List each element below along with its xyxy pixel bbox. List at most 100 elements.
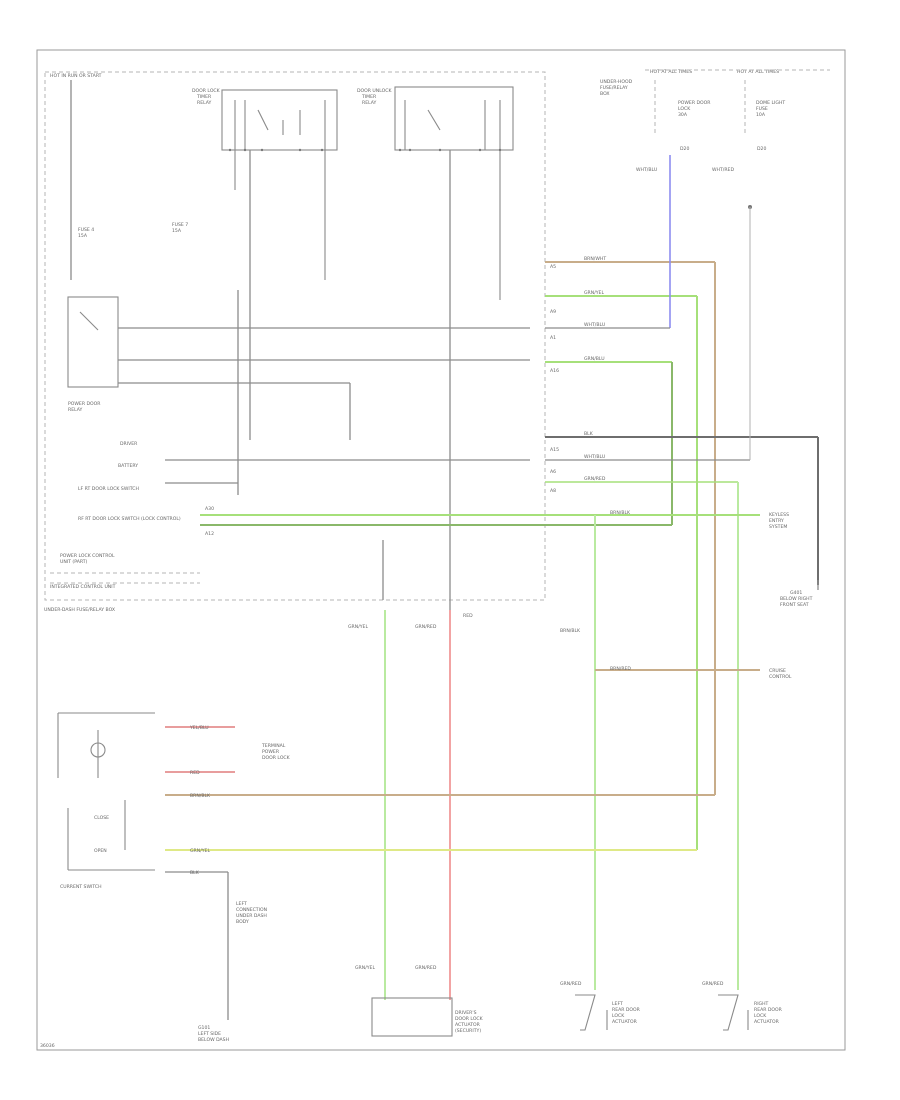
bottom-comp3-2: REAR DOOR xyxy=(754,1007,783,1013)
right-wires xyxy=(200,155,819,1000)
fuse-right-a-2: LOCK xyxy=(678,106,691,112)
lock-sw-wire-1: YEL/BLU xyxy=(189,725,209,731)
left-rear-actuator xyxy=(575,994,596,1031)
bottom-comp1-2: DOOR LOCK xyxy=(455,1016,484,1022)
wire-right-6: WHT/BLU xyxy=(584,454,605,460)
pin-7: A8 xyxy=(550,488,556,494)
fuse-wire-a: WHT/BLU xyxy=(636,167,657,173)
fuse-right-a-header-1: UNDER-HOOD xyxy=(600,79,633,85)
relay2-label-2: TIMER xyxy=(361,94,377,100)
bottom-comp2-3: LOCK xyxy=(612,1013,625,1019)
pin-8: A30 xyxy=(205,506,214,512)
mid-wire-1: GRN/YEL xyxy=(348,624,368,630)
door-lock-relay xyxy=(221,89,338,151)
fuse-left-b-1: FUSE 7 xyxy=(172,222,188,228)
bottom-comp1-wire-1: GRN/YEL xyxy=(355,965,375,971)
interior-unit-label: INTEGRATED CONTROL UNIT xyxy=(50,584,116,590)
relay2-label-3: RELAY xyxy=(362,100,377,106)
relay-pins xyxy=(228,148,502,152)
diagram-frame xyxy=(36,49,846,1051)
lock-sw-wire-2: RED xyxy=(190,770,200,776)
lock-sw-close: CLOSE xyxy=(94,815,109,821)
door-switch-3: DOOR LOCK xyxy=(262,755,291,761)
pin-1: A5 xyxy=(550,264,556,270)
wire-right-8: BRN/BLK xyxy=(610,510,631,516)
power-relay-label-1: POWER DOOR xyxy=(68,401,101,407)
fuse-right-b-3: 10A xyxy=(756,112,766,118)
keyless-wire: BRN/RED xyxy=(610,666,631,672)
left-ground-2: LEFT SIDE xyxy=(198,1031,221,1037)
bottom-comp2-4: ACTUATOR xyxy=(612,1019,638,1025)
pin-4: A16 xyxy=(550,368,559,374)
wire-right-4: GRN/BLU xyxy=(584,356,605,362)
bottom-comp2-2: REAR DOOR xyxy=(612,1007,641,1013)
fuse-left-a-2: 15A xyxy=(78,233,88,239)
fuse-right-a-header-2: FUSE/RELAY xyxy=(600,85,628,91)
module-sub-1: POWER LOCK CONTROL xyxy=(60,553,115,559)
lock-sw-wire-5: BLK xyxy=(190,870,200,876)
pin-5: A15 xyxy=(550,447,559,453)
footer-code: 36036 xyxy=(40,1043,55,1049)
door-switch-2: POWER xyxy=(262,749,280,755)
bottom-comp2-1: LEFT xyxy=(612,1001,623,1007)
driver-door-actuator xyxy=(371,997,453,1037)
bottom-comp1-1: DRIVER'S xyxy=(455,1010,477,1016)
remote-entry-1: KEYLESS xyxy=(769,512,789,518)
fuse-left-a-1: FUSE 4 xyxy=(78,227,94,233)
fuse-right-b-1: DOME LIGHT xyxy=(756,100,785,106)
pin-3: A1 xyxy=(550,335,556,341)
fuse-right-a-header-3: BOX xyxy=(600,91,610,97)
relay1-label-3: RELAY xyxy=(197,100,212,106)
top-right-a-label: HOT AT ALL TIMES xyxy=(650,69,692,75)
cigar-label-1: CRUISE xyxy=(769,668,786,674)
conn-rf: RF RT DOOR LOCK SWITCH (LOCK CONTROL) xyxy=(78,516,181,522)
ground-right-2: BELOW RIGHT xyxy=(780,596,813,602)
power-relay-label-2: RELAY xyxy=(68,407,83,413)
control-unit-box xyxy=(44,71,546,601)
ground-right-1: G401 xyxy=(790,590,802,596)
fuse-box-label: UNDER-DASH FUSE/RELAY BOX xyxy=(44,607,115,613)
wire-right-2: GRN/YEL xyxy=(584,290,604,296)
relay1-label-2: TIMER xyxy=(196,94,212,100)
grey-buses xyxy=(118,150,530,610)
left-ground-info-3: UNDER DASH xyxy=(236,913,267,919)
bottom-comp2-wire: GRN/RED xyxy=(560,981,582,987)
conn-battery: BATTERY xyxy=(118,463,138,469)
bottom-comp1-3: ACTUATOR xyxy=(455,1022,481,1028)
left-ground-1: G101 xyxy=(198,1025,210,1031)
mid-wire-3: RED xyxy=(463,613,473,619)
left-ground-3: BELOW DASH xyxy=(198,1037,229,1043)
left-ground-info-4: BODY xyxy=(236,919,249,925)
bottom-comp3-3: LOCK xyxy=(754,1013,767,1019)
mid-wire-2: GRN/RED xyxy=(415,624,437,630)
lock-sw-wire-4: GRN/YEL xyxy=(190,848,210,854)
wire-right-3: WHT/BLU xyxy=(584,322,605,328)
left-ground-info-1: LEFT xyxy=(236,901,247,907)
cigar-label-2: CONTROL xyxy=(769,674,792,680)
bottom-comp3-4: ACTUATOR xyxy=(754,1019,780,1025)
lock-sw-wire-3: BRN/BLK xyxy=(190,793,211,799)
ground-right-3: FRONT SEAT xyxy=(780,602,809,608)
relay2-label-1: DOOR UNLOCK xyxy=(357,88,392,94)
power-relay xyxy=(67,296,119,388)
top-right-b-label: HOT AT ALL TIMES xyxy=(737,69,779,75)
wire-right-7: GRN/RED xyxy=(584,476,606,482)
pin-2: A9 xyxy=(550,309,556,315)
bottom-comp1-wire-2: GRN/RED xyxy=(415,965,437,971)
bottom-comp3-wire: GRN/RED xyxy=(702,981,724,987)
mid-wire-4: BRN/BLK xyxy=(560,628,581,634)
power-relay-switch xyxy=(79,311,99,331)
pin-9: A12 xyxy=(205,531,214,537)
fuse-pin-a: D20 xyxy=(680,146,689,152)
fuse-pin-b: D20 xyxy=(757,146,766,152)
fuse-right-a-3: 30A xyxy=(678,112,688,118)
relay-contacts xyxy=(234,100,501,300)
bottom-comp1-4: (SECURITY) xyxy=(455,1028,481,1034)
top-left-box-label: HOT IN RUN OR START xyxy=(50,73,102,79)
pin-6: A6 xyxy=(550,469,556,475)
door-unlock-relay xyxy=(394,86,514,151)
right-rear-actuator xyxy=(718,994,739,1031)
bottom-comp3-1: RIGHT xyxy=(754,1001,769,1007)
lock-sw-open: OPEN xyxy=(94,848,107,854)
